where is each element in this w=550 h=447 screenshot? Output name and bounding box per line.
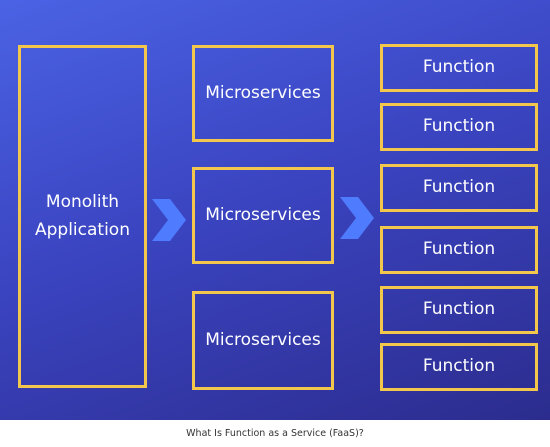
function-label: Function — [422, 299, 496, 320]
monolith-label-line2: Application — [35, 219, 130, 240]
diagram-panel: Monolith Application Microservices Micro… — [0, 0, 550, 420]
function-box-2: Function — [380, 103, 538, 151]
monolith-label-line1: Monolith — [45, 192, 120, 213]
function-label: Function — [422, 239, 496, 260]
function-label: Function — [422, 57, 496, 78]
microservices-box-2: Microservices — [192, 167, 334, 264]
function-box-6: Function — [380, 343, 538, 391]
function-box-4: Function — [380, 226, 538, 274]
function-box-5: Function — [380, 286, 538, 334]
microservices-label: Microservices — [205, 82, 321, 103]
monolith-application-box: Monolith Application — [18, 45, 147, 388]
function-label: Function — [422, 177, 496, 198]
microservices-box-1: Microservices — [192, 45, 334, 142]
microservices-box-3: Microservices — [192, 291, 334, 390]
function-box-1: Function — [380, 44, 538, 92]
microservices-label: Microservices — [205, 204, 321, 225]
figure-caption: What Is Function as a Service (FaaS)? — [186, 428, 364, 439]
function-label: Function — [422, 356, 496, 377]
function-box-3: Function — [380, 164, 538, 212]
chevron-right-icon — [152, 199, 186, 241]
microservices-label: Microservices — [205, 329, 321, 350]
function-label: Function — [422, 116, 496, 137]
chevron-right-icon — [340, 197, 374, 239]
